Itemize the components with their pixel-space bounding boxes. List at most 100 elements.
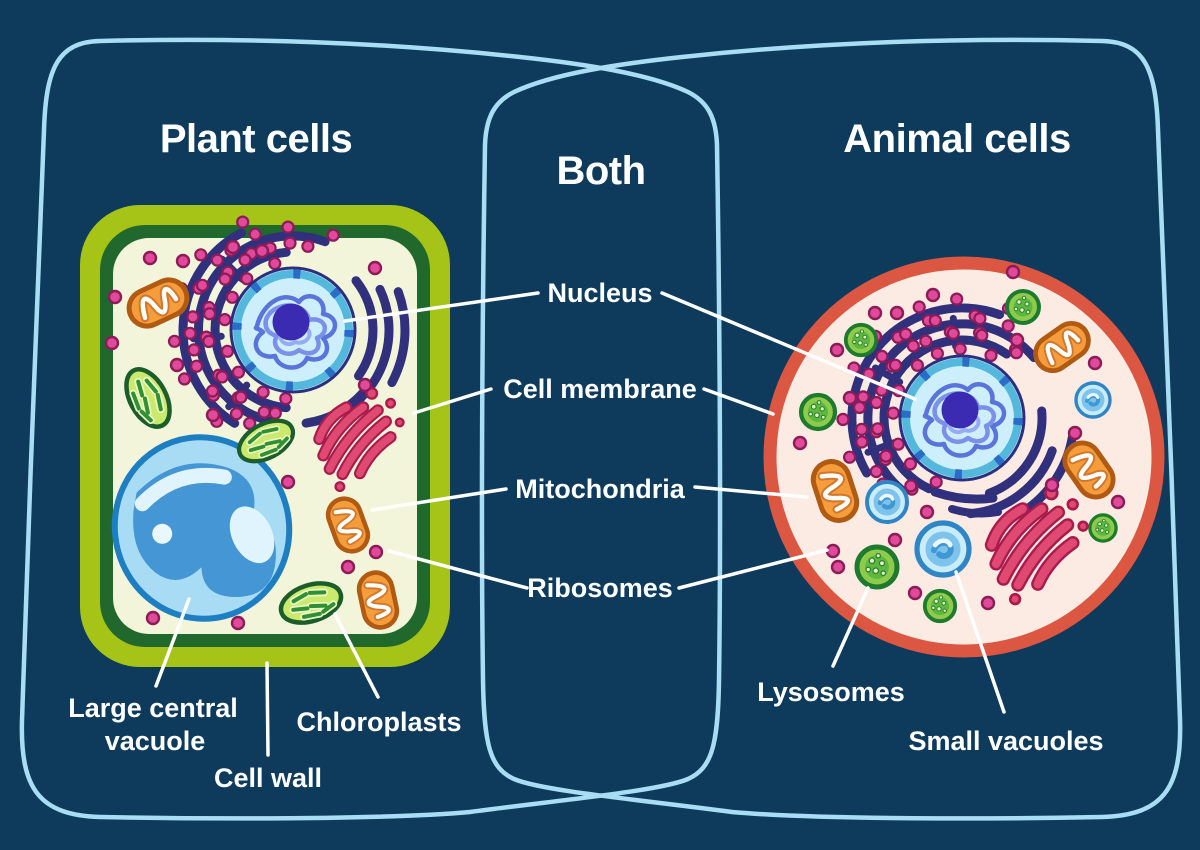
er-ribosome-dot (236, 215, 250, 229)
er-branch (864, 439, 898, 456)
ribosome-dot (1044, 477, 1060, 493)
plant-nucleus (231, 268, 355, 392)
lysosome (922, 588, 958, 624)
er-ribosome-dot (238, 253, 252, 267)
er-ribosome-dot (842, 450, 857, 464)
er-strand (194, 231, 330, 426)
lysosome (843, 322, 879, 358)
er-ribosome-dot (240, 272, 254, 286)
er-ribosome-dot (854, 422, 869, 436)
er-strand (178, 228, 246, 428)
er-ribosome-dot (903, 457, 918, 471)
ribosome-dot (842, 390, 858, 406)
plant-free-ribosomes (104, 239, 384, 631)
ribosome-dot (145, 610, 161, 626)
er-ribosome-dot (946, 326, 960, 340)
leader-cell-membrane-animal (702, 387, 775, 416)
lysosome (1005, 289, 1041, 325)
er-ribosome-dot (279, 392, 293, 406)
er-ribosome-dot (218, 272, 232, 286)
er-ribosome-dot (215, 370, 229, 384)
ribosome-dot (340, 559, 356, 575)
label-large-central-vacuole-line1: Large central (68, 693, 238, 723)
ribosome-dot (368, 544, 384, 560)
large-central-vacuole (111, 434, 293, 622)
er-ribosome-dot (929, 475, 943, 489)
er-ribosome-dot (871, 422, 885, 436)
er-ribosome-dot (950, 292, 964, 306)
er-ribosome-dot (177, 372, 192, 386)
leader-lines (154, 291, 1006, 757)
lysosome (1088, 513, 1118, 543)
ribosome-dot (889, 305, 905, 321)
er-ribosome-dot (167, 334, 182, 348)
er-ribosome-dot (888, 358, 903, 372)
er-strand (351, 276, 378, 381)
er-ribosome-dot (910, 358, 925, 372)
label-ribosomes: Ribosomes (527, 573, 673, 603)
er-ribosome-dot (187, 343, 201, 357)
small-vacuole (867, 482, 907, 522)
vacuole-highlight (134, 467, 232, 512)
er-strand (930, 487, 998, 504)
ribosome-dot (867, 305, 883, 321)
leader-small-vacuoles (954, 570, 1006, 714)
er-ribosome-dot (194, 248, 208, 262)
er-ribosome-dot (919, 334, 933, 348)
vacuole-highlight-dot (152, 523, 173, 544)
er-strand (984, 406, 1047, 498)
er-ribosome-dot (930, 346, 945, 361)
ribosome-dot (1005, 264, 1021, 280)
ribosome-dot (104, 335, 120, 351)
ribosome-dot (357, 377, 373, 393)
er-ribosome-dot (1001, 319, 1015, 333)
animal-free-ribosomes (792, 264, 1126, 611)
er-ribosome-dot (904, 479, 918, 493)
title-plant-cells: Plant cells (160, 117, 352, 161)
ribosome-dot (792, 435, 808, 451)
ribosome-dot (980, 595, 996, 611)
er-ribosome-dot (975, 328, 989, 342)
ribosome-dot (1067, 425, 1083, 441)
leader-large-central-vacuole (154, 597, 191, 688)
er-ribosome-dot (301, 239, 315, 253)
er-ribosome-dot (186, 310, 200, 324)
er-ribosome-dot (190, 359, 204, 373)
ribosome-dot (107, 289, 123, 305)
er-ribosome-dot (220, 344, 234, 358)
leader-mitochondria-animal (693, 485, 809, 499)
title-animal-cells: Animal cells (843, 117, 1070, 161)
label-large-central-vacuole-line2: vacuole (105, 726, 206, 756)
er-ribosome-dot (855, 435, 869, 449)
er-ribosome-dot (234, 390, 248, 404)
er-ribosome-dot (906, 339, 920, 353)
ribosome-dot (1110, 494, 1126, 510)
leader-nucleus-plant (343, 291, 540, 323)
er-ribosome-dot (891, 437, 905, 451)
label-cell-wall: Cell wall (214, 763, 322, 793)
er-strand (847, 303, 1005, 478)
er-strand (948, 505, 1002, 518)
ribosome-dot (887, 532, 903, 548)
er-ribosome-dot (195, 278, 209, 292)
ribosome-dot (829, 342, 845, 358)
er-ribosome-dot (875, 349, 889, 363)
er-ribosome-dot (231, 365, 245, 379)
er-ribosome-dot (202, 334, 216, 348)
leader-lysosomes (831, 586, 870, 668)
er-ribosome-dot (856, 390, 870, 404)
leader-cell-wall (265, 661, 270, 757)
er-ribosome-dot (268, 256, 282, 271)
er-ribosome-dot (879, 449, 893, 463)
er-ribosome-dot (1009, 346, 1024, 360)
er-ribosome-dot (326, 228, 340, 242)
venn-right-region (479, 37, 1183, 821)
label-cell-membrane: Cell membrane (503, 374, 697, 404)
leader-nucleus-animal (660, 291, 917, 401)
er-ribosome-dot (928, 314, 942, 328)
er-ribosome-dot (203, 307, 217, 321)
ribosome-dot (830, 559, 846, 575)
er-ribosome-dot (205, 384, 220, 398)
ribosome-dot (367, 260, 383, 276)
